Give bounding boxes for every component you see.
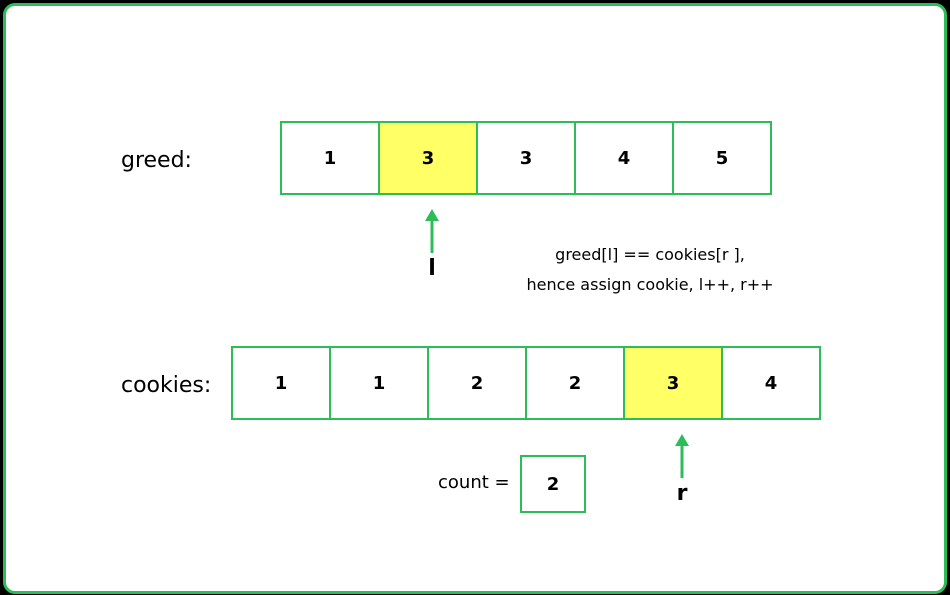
greed-array: 1 3 3 4 5: [280, 121, 772, 195]
pointer-r-label: r: [676, 481, 688, 506]
count-label: count =: [438, 472, 510, 493]
cookies-cell: 2: [427, 346, 527, 420]
cookies-cell: 2: [525, 346, 625, 420]
greed-cell: 1: [280, 121, 380, 195]
comparison-note: greed[l] == cookies[r ], hence assign co…: [490, 240, 810, 300]
cookies-cell: 4: [721, 346, 821, 420]
cookies-cell: 1: [231, 346, 331, 420]
greed-cell: 4: [574, 121, 674, 195]
note-line-2: hence assign cookie, l++, r++: [526, 275, 774, 294]
arrow-up-icon: [425, 209, 439, 253]
pointer-l-label: l: [428, 256, 436, 281]
cookies-array: 1 1 2 2 3 4: [231, 346, 821, 420]
greed-cell: 3: [378, 121, 478, 195]
note-line-1: greed[l] == cookies[r ],: [555, 245, 745, 264]
cookies-cell: 1: [329, 346, 429, 420]
diagram-frame: [3, 3, 947, 594]
cookies-label: cookies:: [121, 373, 212, 398]
count-value: 2: [520, 455, 586, 513]
cookies-cell: 3: [623, 346, 723, 420]
greed-cell: 5: [672, 121, 772, 195]
greed-cell: 3: [476, 121, 576, 195]
arrow-up-icon: [675, 434, 689, 478]
greed-label: greed:: [121, 148, 192, 173]
